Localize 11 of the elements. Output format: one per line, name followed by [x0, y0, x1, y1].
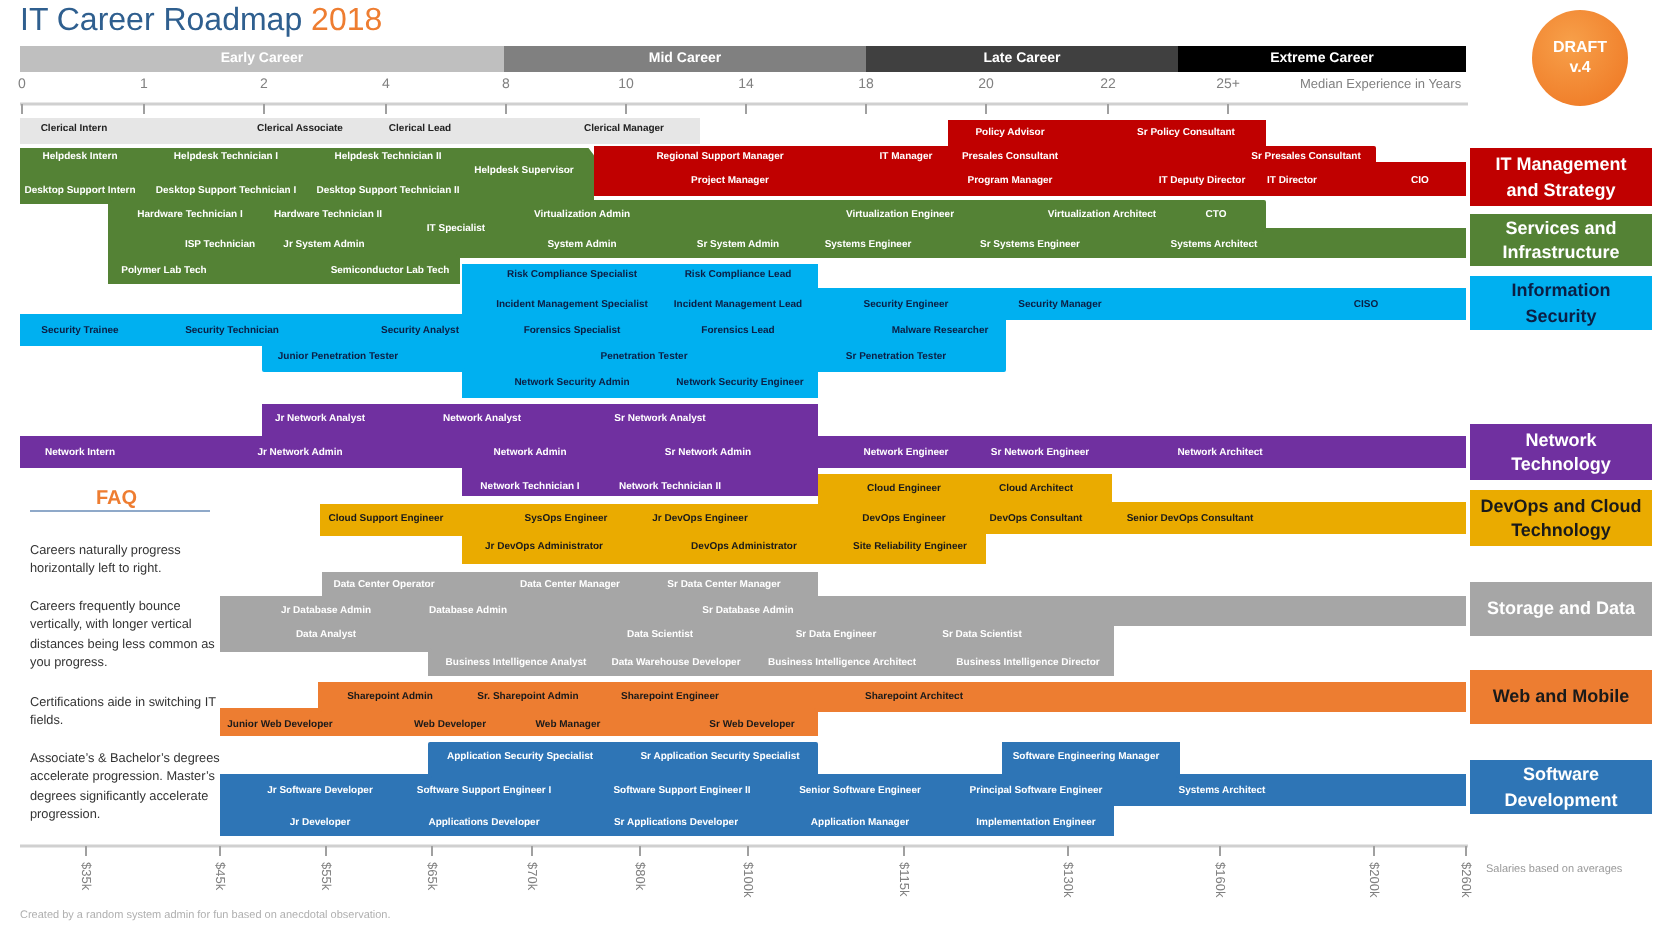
category-box: Information Security [1470, 276, 1652, 330]
draft-badge: DRAFT v.4 [1532, 10, 1628, 106]
category-box: Software Development [1470, 760, 1652, 814]
category-box: Web and Mobile [1470, 670, 1652, 724]
category-box: DevOps and Cloud Technology [1470, 490, 1652, 546]
category-box: IT Management and Strategy [1470, 148, 1652, 206]
faq-heading: FAQ [30, 488, 210, 512]
category-box: Services and Infrastructure [1470, 214, 1652, 266]
category-box: Storage and Data [1470, 582, 1652, 636]
category-box: Network Technology [1470, 424, 1652, 480]
title: IT Career Roadmap 2018 [20, 4, 383, 40]
